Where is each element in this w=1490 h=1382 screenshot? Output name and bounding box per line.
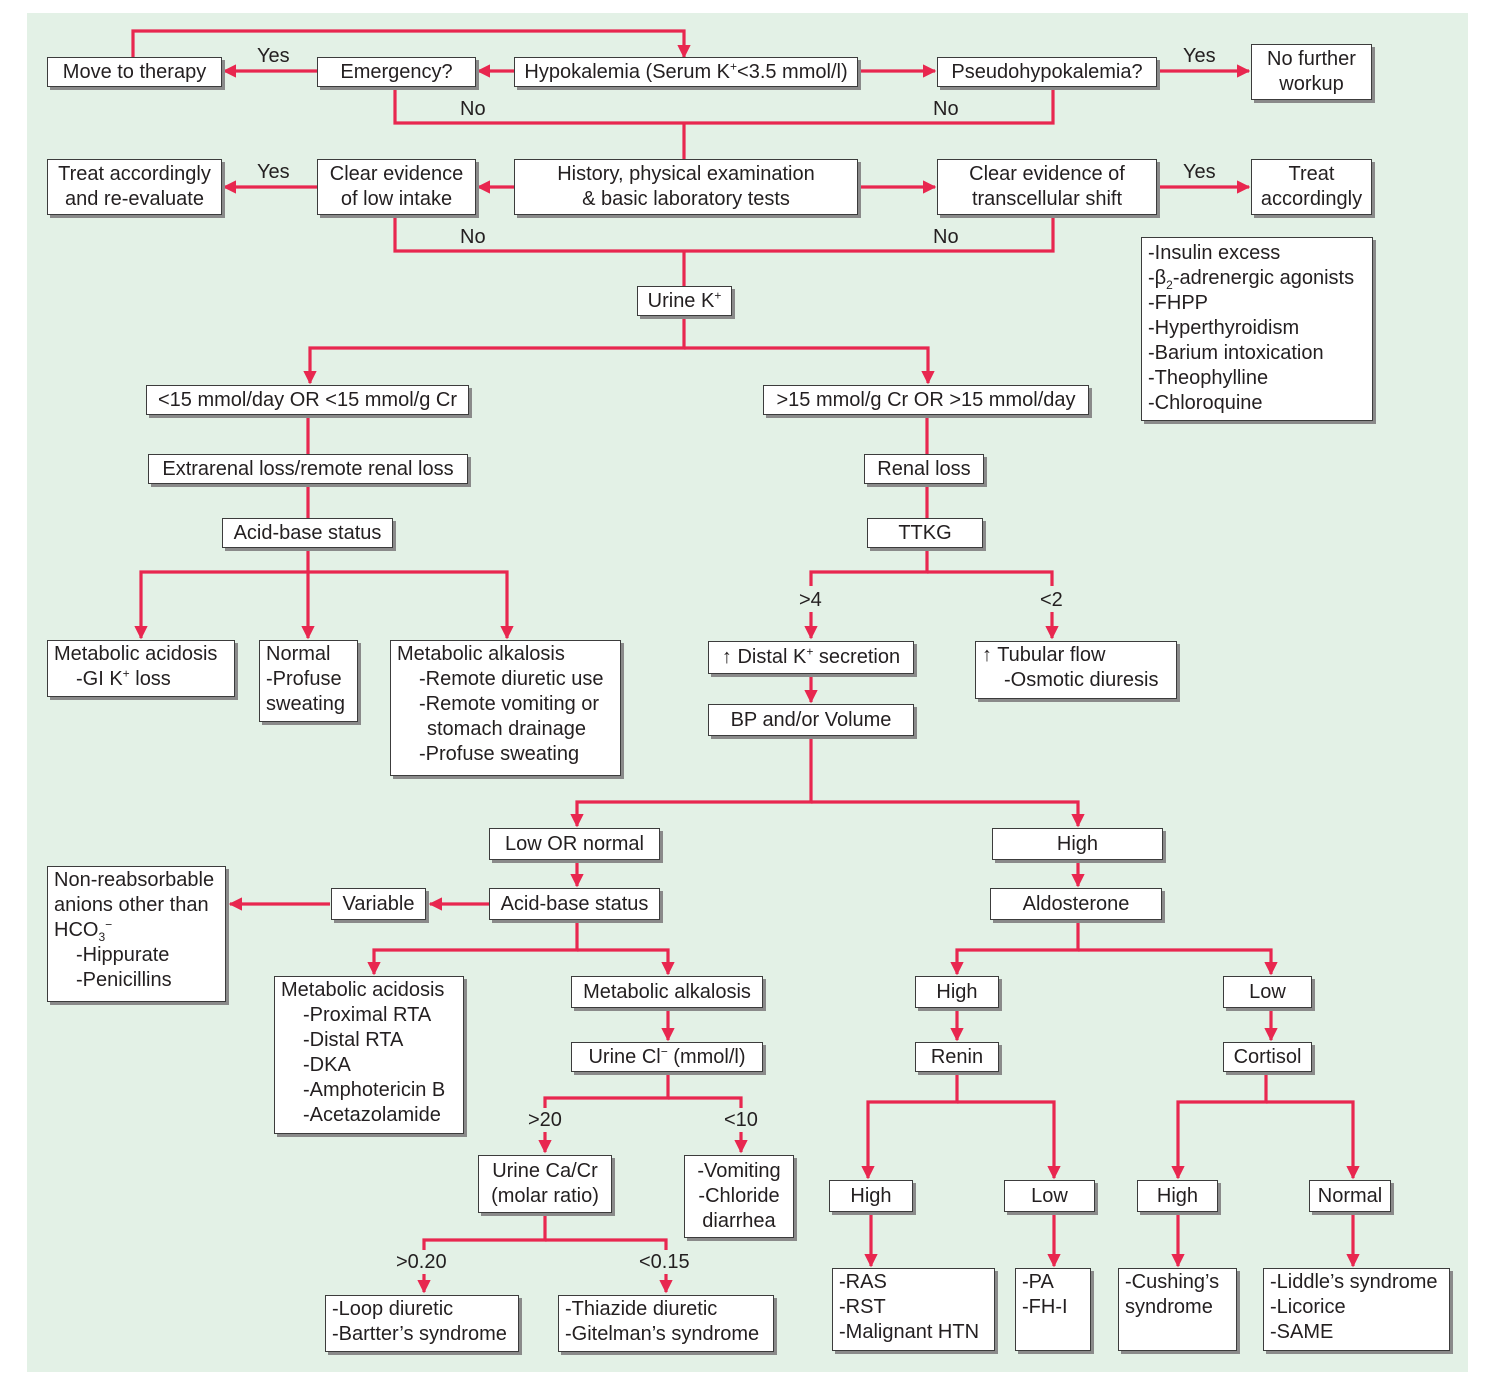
connector xyxy=(393,87,1055,125)
aldosterone-high-node: High xyxy=(915,976,999,1008)
low-urine-k-node: <15 mmol/day OR <15 mmol/g Cr xyxy=(146,385,469,415)
connector xyxy=(1078,948,1278,976)
tubular-flow-node: ↑ Tubular flow -Osmotic diuresis xyxy=(975,641,1177,699)
transcellular-causes-list: -Insulin excess -β2-adrenergic agonists … xyxy=(1141,237,1373,421)
move-to-therapy-node: Move to therapy xyxy=(47,57,222,87)
cortisol-normal-node: Normal xyxy=(1309,1180,1391,1212)
connector xyxy=(577,948,675,976)
connector xyxy=(950,920,1080,976)
renin-node: Renin xyxy=(915,1042,999,1072)
connector xyxy=(393,215,1055,253)
high-bp-node: High xyxy=(992,828,1163,860)
yes-label: Yes xyxy=(257,45,290,67)
pa-fhi-node: -PA -FH-I xyxy=(1015,1268,1091,1351)
thiazide-gitelman-node: -Thiazide diuretic -Gitelman’s syndrome xyxy=(558,1295,774,1352)
connector xyxy=(134,548,310,640)
lt2-label: <2 xyxy=(1040,589,1063,611)
connector xyxy=(308,570,514,640)
yes-label: Yes xyxy=(1183,45,1216,67)
ras-rst-node: -RAS -RST -Malignant HTN xyxy=(832,1268,995,1351)
variable-node: Variable xyxy=(331,888,426,920)
connector xyxy=(543,1072,670,1108)
metabolic-alkalosis-remote-node: Metabolic alkalosis -Remote diuretic use… xyxy=(390,640,621,776)
gt20-label: >20 xyxy=(528,1109,562,1131)
connector xyxy=(668,1096,743,1108)
connector xyxy=(422,1212,547,1250)
renal-loss-node: Renal loss xyxy=(864,454,984,484)
metabolic-alkalosis-node: Metabolic alkalosis xyxy=(571,976,763,1008)
yes-label: Yes xyxy=(1183,161,1216,183)
lt015-label: <0.15 xyxy=(639,1251,690,1273)
normal-sweating-node: Normal -Profuse sweating xyxy=(259,640,358,722)
hypokalemia-node: Hypokalemia (Serum K+<3.5 mmol/l) xyxy=(514,57,858,87)
aldosterone-node: Aldosterone xyxy=(990,888,1162,920)
ttkg-node: TTKG xyxy=(867,518,983,548)
acid-base-status-2-node: Acid-base status xyxy=(489,888,660,920)
acid-base-status-node: Acid-base status xyxy=(222,518,393,548)
connector xyxy=(684,346,935,385)
cushing-node: -Cushing’s syndrome xyxy=(1118,1268,1237,1351)
bp-volume-node: BP and/or Volume xyxy=(708,704,914,736)
extrarenal-loss-node: Extrarenal loss/remote renal loss xyxy=(148,454,468,484)
no-label: No xyxy=(933,226,959,248)
liddle-node: -Liddle’s syndrome -Licorice -SAME xyxy=(1263,1268,1450,1351)
gt020-label: >0.20 xyxy=(396,1251,447,1273)
connector xyxy=(545,1238,668,1250)
no-label: No xyxy=(460,226,486,248)
urine-cl-node: Urine Cl− (mmol/l) xyxy=(571,1042,763,1072)
urine-k-node: Urine K+ xyxy=(637,286,732,316)
connector xyxy=(131,29,691,59)
gt4-label: >4 xyxy=(799,589,822,611)
connector xyxy=(957,1100,1061,1180)
cortisol-node: Cortisol xyxy=(1223,1042,1312,1072)
yes-label: Yes xyxy=(257,161,290,183)
connector xyxy=(809,548,929,586)
renin-low-node: Low xyxy=(1004,1180,1095,1212)
connector xyxy=(1171,1072,1268,1180)
aldosterone-low-node: Low xyxy=(1223,976,1312,1008)
no-label: No xyxy=(460,98,486,120)
loop-bartter-node: -Loop diuretic -Bartter’s syndrome xyxy=(325,1295,519,1352)
history-node: History, physical examination& basic lab… xyxy=(514,159,858,215)
no-label: No xyxy=(933,98,959,120)
renin-high-node: High xyxy=(829,1180,913,1212)
connector xyxy=(367,920,579,976)
emergency-node: Emergency? xyxy=(317,57,476,87)
connector xyxy=(303,316,686,385)
metabolic-acidosis-rta-node: Metabolic acidosis -Proximal RTA -Distal… xyxy=(274,976,464,1134)
connector xyxy=(570,736,813,828)
connector xyxy=(1266,1100,1360,1180)
connector xyxy=(811,800,1085,828)
high-urine-k-node: >15 mmol/g Cr OR >15 mmol/day xyxy=(763,385,1089,415)
low-normal-node: Low OR normal xyxy=(489,828,660,860)
lt10-label: <10 xyxy=(724,1109,758,1131)
non-reabsorbable-anions-node: Non-reabsorbable anions other than HCO3−… xyxy=(47,866,226,1002)
connector xyxy=(927,570,1054,586)
urine-ca-cr-node: Urine Ca/Cr(molar ratio) xyxy=(478,1155,612,1213)
distal-k-secretion-node: ↑ Distal K+ secretion xyxy=(708,641,914,674)
connector xyxy=(861,1072,959,1180)
metabolic-acidosis-gi-node: Metabolic acidosis -GI K+ loss xyxy=(47,640,235,697)
pseudohypokalemia-node: Pseudohypokalemia? xyxy=(937,57,1157,87)
cortisol-high-node: High xyxy=(1137,1180,1218,1212)
